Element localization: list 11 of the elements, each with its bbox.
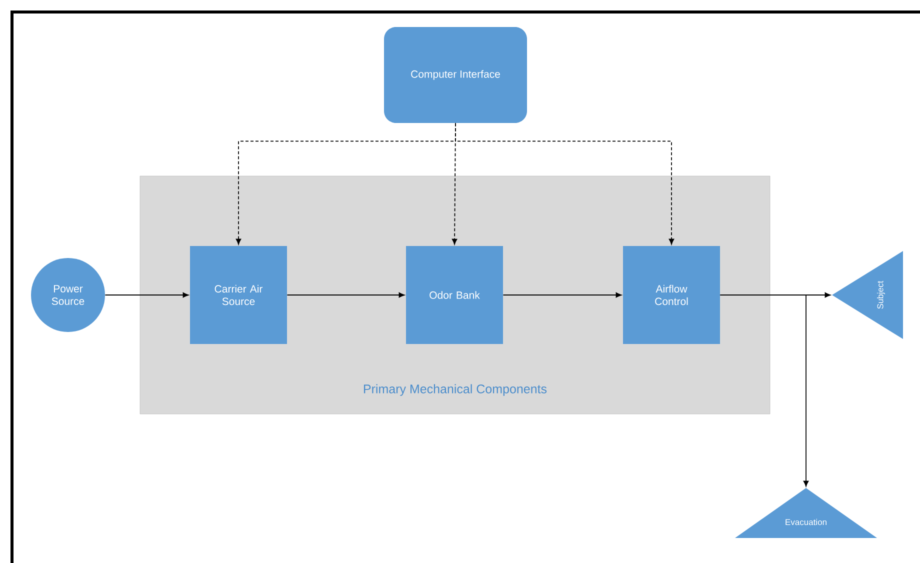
process-box: Odor Bank (406, 246, 503, 344)
output-triangle: Evacuation (735, 488, 877, 538)
process-box: Airflow Control (623, 246, 720, 344)
arrow (720, 294, 809, 487)
arrow (286, 292, 405, 298)
interface-box: Computer Interface (384, 27, 527, 123)
arrow (104, 292, 189, 298)
arrow (502, 292, 622, 298)
output-triangle: Subject (832, 251, 903, 339)
process-box: Carrier Air Source (190, 246, 287, 344)
arrow (455, 122, 674, 245)
